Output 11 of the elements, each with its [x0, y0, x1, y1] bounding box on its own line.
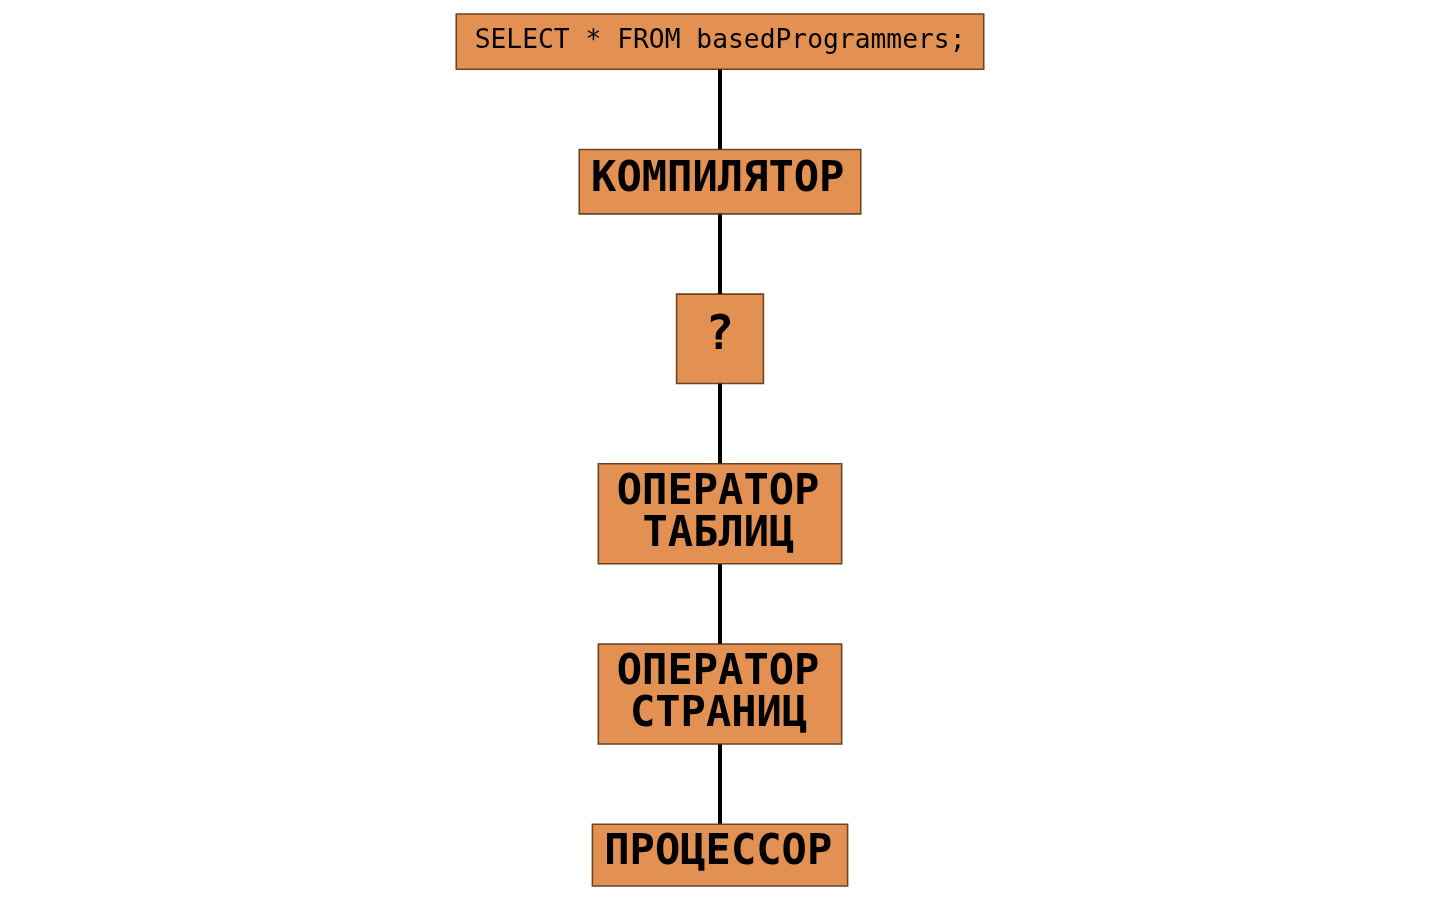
connector: [718, 383, 722, 464]
connector: [718, 564, 722, 644]
node-box: ОПЕРАТОР СТРАНИЦ: [597, 643, 843, 745]
connector: [718, 69, 722, 150]
node-box: ПРОЦЕССОР: [591, 823, 849, 887]
connector: [718, 744, 722, 824]
node-box: SELECT * FROM basedProgrammers;: [455, 13, 985, 70]
node-box: КОМПИЛЯТОР: [578, 148, 862, 215]
connector: [718, 214, 722, 294]
node-box: ?: [675, 293, 765, 385]
node-box: ОПЕРАТОР ТАБЛИЦ: [597, 463, 843, 565]
